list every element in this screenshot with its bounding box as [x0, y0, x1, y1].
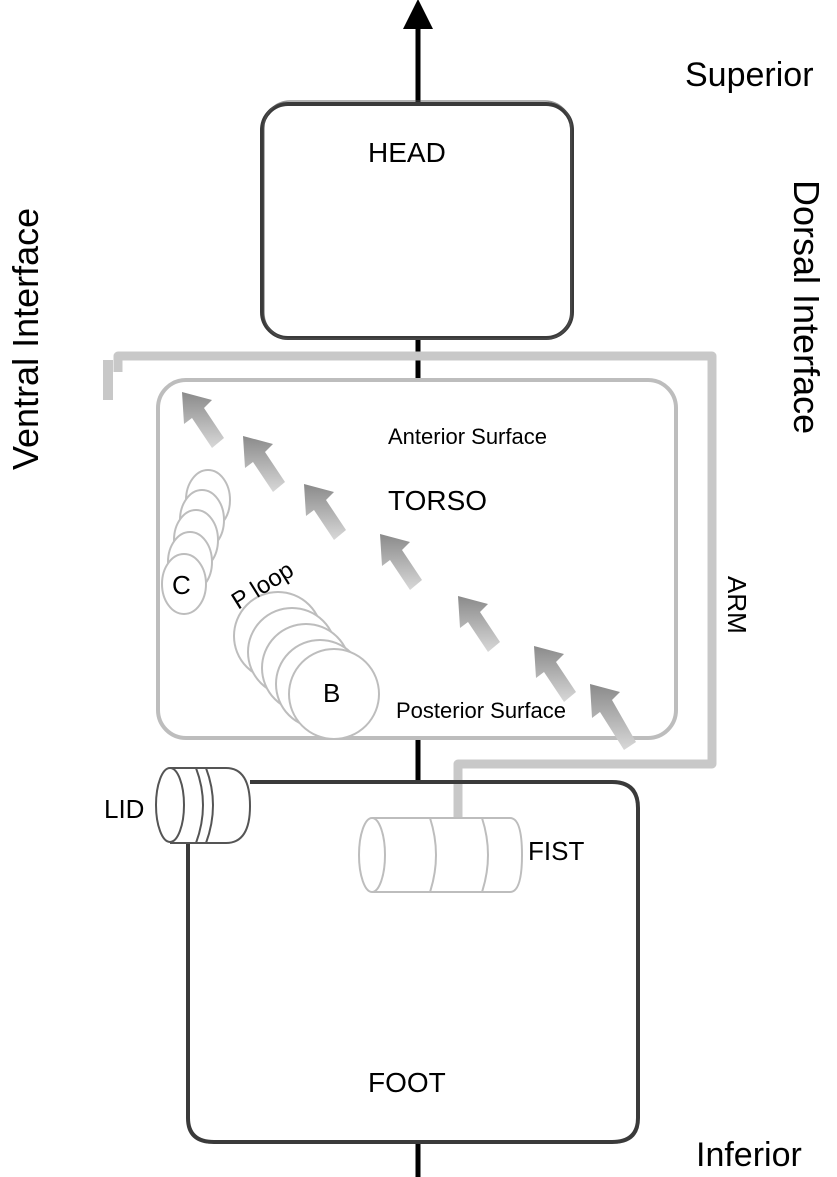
arrow-3: [304, 484, 346, 540]
arrow-4: [380, 534, 422, 590]
head-box: [260, 102, 574, 340]
inferior-label: Inferior: [696, 1136, 802, 1174]
arrow-1: [182, 392, 224, 448]
foot-box: [186, 780, 640, 1144]
head-box-sketch: [263, 100, 572, 340]
torso-label: TORSO: [388, 485, 487, 516]
b-label: B: [323, 678, 340, 708]
head-label: HEAD: [368, 137, 446, 168]
lid-cylinder: [155, 767, 252, 844]
transport-arrows: [182, 392, 636, 750]
b-circle-stack: [233, 591, 380, 740]
superior-label: Superior: [685, 56, 814, 94]
arm-path: [113, 351, 717, 818]
arrow-5: [458, 596, 500, 652]
arrow-7: [590, 684, 636, 750]
arm-label: ARM: [722, 576, 752, 634]
arrow-2: [243, 436, 285, 492]
ventral-interface-label: Ventral Interface: [5, 208, 46, 470]
lid-label: LID: [104, 794, 144, 824]
c-ellipse-stack: [161, 469, 231, 615]
fist-cylinder: [358, 817, 524, 893]
torso-box: [156, 378, 678, 740]
dorsal-interface-label: Dorsal Interface: [786, 180, 827, 434]
foot-label: FOOT: [368, 1067, 446, 1098]
c-label: C: [172, 570, 191, 600]
posterior-surface-label: Posterior Surface: [396, 698, 566, 723]
fist-label: FIST: [528, 836, 584, 866]
anterior-surface-label: Anterior Surface: [388, 424, 547, 449]
arrow-6: [534, 646, 576, 702]
